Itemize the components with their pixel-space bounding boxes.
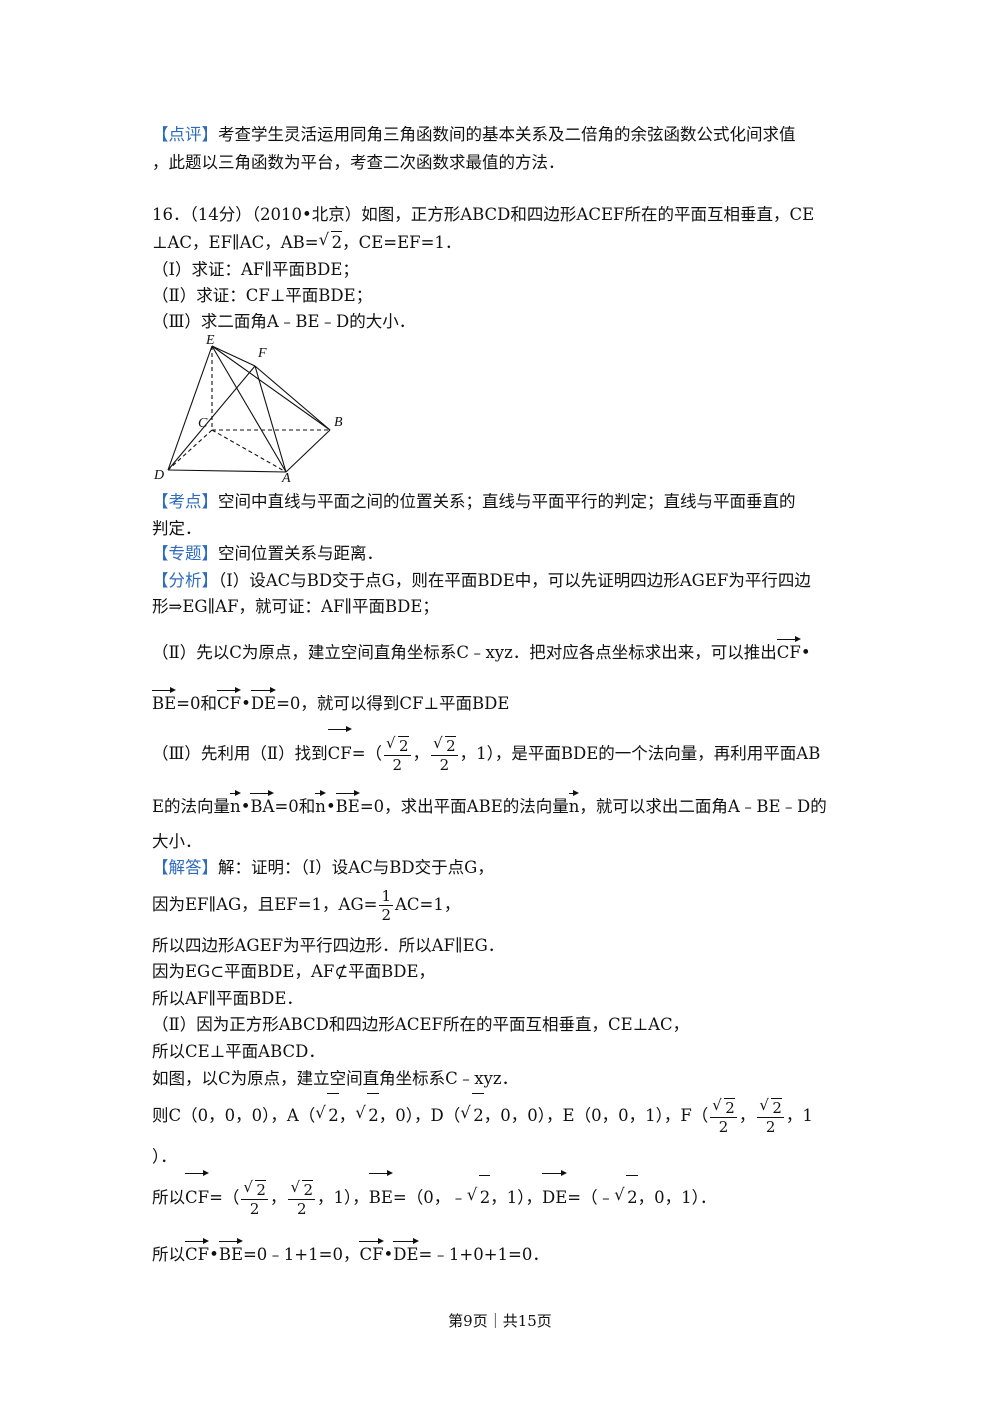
fenxi-line-3: （Ⅱ）先以C为原点，建立空间直角坐标系C﹣xyz．把对应各点坐标求出来，可以推出… [152,636,811,664]
jieda-line-10: ）． [152,1147,177,1166]
jieda-line-6: （Ⅱ）因为正方形ABCD和四边形ACEF所在的平面互相垂直，CE⊥AC， [152,1015,690,1034]
jieda-line-9: 则C（0，0，0），A（2，2，0），D（2，0，0），E（0，0，1），F（2… [152,1091,813,1138]
jieda-line-5: 所以AF∥平面BDE． [152,989,303,1008]
fenxi-line-7: 大小． [152,832,202,851]
jieda-line-11: 所以CF=（22，22，1），BE=（0，﹣2，1），DE=（﹣2，0，1）． [152,1170,716,1220]
review-tag: 【点评】 [152,125,218,144]
jieda-line-4: 因为EG⊂平面BDE，AF⊄平面BDE， [152,962,436,981]
kaodian-line-1: 【考点】空间中直线与平面之间的位置关系；直线与平面平行的判定；直线与平面垂直的 [152,492,796,511]
review-line-1: 【点评】考查学生灵活运用同角三角函数间的基本关系及二倍角的余弦函数公式化间求值 [152,125,796,144]
review-line-2: ，此题以三角函数为平台，考查二次函数求最值的方法． [152,153,565,172]
jieda-line-3: 所以四边形AGEF为平行四边形．所以AF∥EG． [152,936,505,955]
fenxi-line-4: BE=0和CF•DE=0，就可以得到CF⊥平面BDE [152,687,509,715]
label-B: B [334,415,343,430]
label-C: C [198,416,208,431]
question-2: （Ⅱ）求证：CF⊥平面BDE； [152,286,373,305]
label-F: F [257,346,267,361]
jieda-line-1: 【解答】解：证明：（Ⅰ）设AC与BD交于点G， [152,858,494,877]
fenxi-line-6: E的法向量n•BA=0和n•BE=0，求出平面ABE的法向量n，就可以求出二面角… [152,790,827,818]
jieda-line-8: 如图，以C为原点，建立空间直角坐标系C﹣xyz． [152,1069,519,1088]
label-E: E [205,333,215,348]
problem-line-2: ⊥AC，EF∥AC，AB=2，CE=EF=1． [152,229,461,254]
question-1: （Ⅰ）求证：AF∥平面BDE； [152,260,359,279]
question-3: （Ⅲ）求二面角A﹣BE﹣D的大小． [152,312,416,331]
kaodian-line-2: 判定． [152,519,202,538]
fenxi-line-2: 形⇒EG∥AF，就可证：AF∥平面BDE； [152,597,439,616]
jieda-line-7: 所以CE⊥平面ABCD． [152,1042,325,1061]
page-footer: 第9页｜共15页 [448,1312,552,1330]
problem-line-1: 16．（14分）（2010•北京）如图，正方形ABCD和四边形ACEF所在的平面… [152,205,815,224]
fenxi-line-1: 【分析】（Ⅰ）设AC与BD交于点G，则在平面BDE中，可以先证明四边形AGEF为… [152,571,811,590]
label-D: D [153,468,164,482]
geometry-figure: E F C B D A [153,333,343,482]
fenxi-line-5: （Ⅲ）先利用（Ⅱ）找到CF=（22，22，1），是平面BDE的一个法向量，再利用… [152,726,820,776]
zhuanti-line: 【专题】空间位置关系与距离． [152,544,383,563]
jieda-line-12: 所以CF•BE=0﹣1+1=0，CF•DE=﹣1+0+1=0． [152,1238,549,1266]
label-A: A [281,471,291,482]
